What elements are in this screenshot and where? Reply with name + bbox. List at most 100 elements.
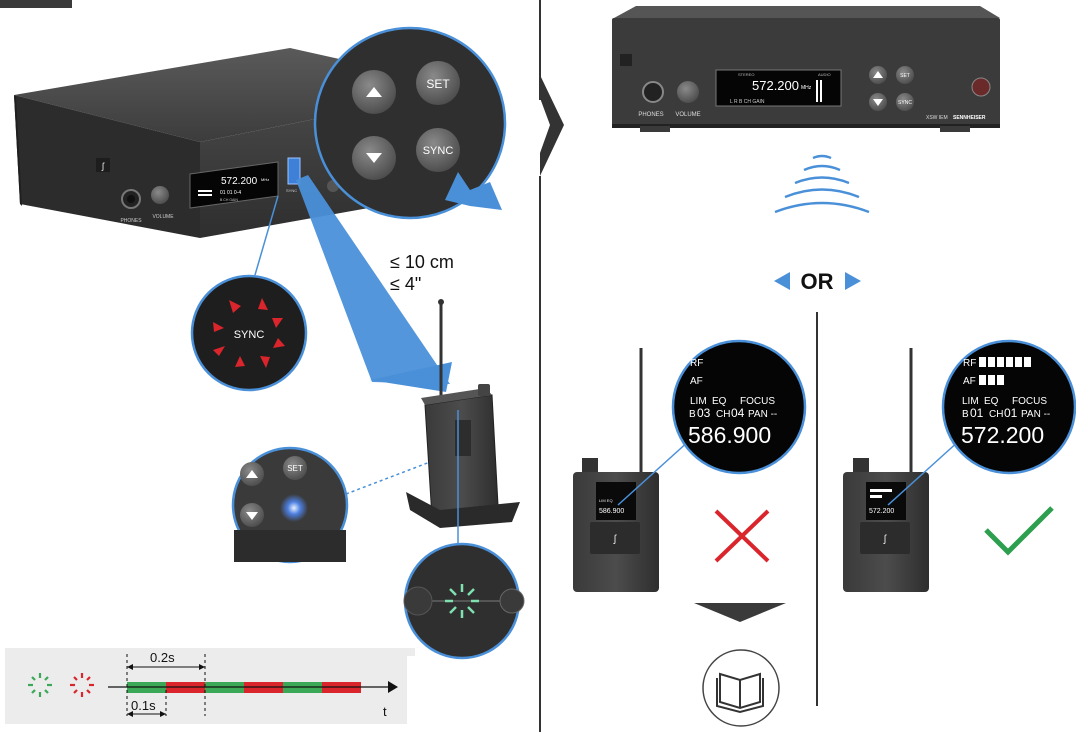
bodypack-wrong-small-freq: 586.900 xyxy=(599,508,624,515)
set-button-label: SET xyxy=(426,77,450,91)
flow-chevron-icon xyxy=(540,75,564,176)
wrong-freq: 586.900 xyxy=(688,422,771,448)
wrong-af-label: AF xyxy=(690,376,703,387)
red-blink-icon xyxy=(70,673,94,697)
right-freq: 572.200 xyxy=(961,422,1044,448)
phones-right-label: PHONES xyxy=(638,112,663,118)
sync-button[interactable] xyxy=(416,128,460,172)
green-blink-icon xyxy=(28,673,52,697)
sync-right-label: SYNC xyxy=(898,100,912,106)
volume-knob[interactable] xyxy=(151,186,169,204)
svg-text:LIM EQ: LIM EQ xyxy=(599,498,613,503)
wrong-cross-icon xyxy=(714,509,770,563)
af-level-bars xyxy=(979,375,1004,385)
right-af-label: AF xyxy=(963,376,976,387)
sync-small-label: SYNC xyxy=(286,188,297,193)
svg-text:ʃ: ʃ xyxy=(101,161,105,171)
right-panel: PHONES VOLUME STEREO AUDIO 572.200 MHz L… xyxy=(573,6,1076,727)
period-label: 0.2s xyxy=(150,650,175,665)
time-axis-label: t xyxy=(383,704,387,719)
led-zoom-circle xyxy=(403,542,525,660)
right-b-value: 01 xyxy=(970,406,984,420)
wrong-b-value: 03 xyxy=(697,406,711,420)
volume-right-label: VOLUME xyxy=(675,112,700,118)
receiver-freq: 572.200 xyxy=(221,176,258,187)
receiver-device-right: PHONES VOLUME STEREO AUDIO 572.200 MHz L… xyxy=(612,6,1000,132)
right-eq-label: EQ xyxy=(984,396,999,407)
left-panel: ʃ PHONES VOLUME 572.200 MHz 01 01 0-4 B … xyxy=(5,26,525,724)
receiver-right-unit: MHz xyxy=(801,85,812,91)
sync-burst-label: SYNC xyxy=(234,329,265,341)
right-ch-value: 01 xyxy=(1004,406,1018,420)
sync-button-right[interactable] xyxy=(896,93,914,111)
brand-logo-icon xyxy=(96,158,110,172)
right-ch-label: CH xyxy=(989,409,1003,420)
time-axis-arrow-icon xyxy=(388,681,398,693)
right-lim-label: LIM xyxy=(962,396,979,407)
phones-jack-right-icon xyxy=(642,81,664,103)
pulse-label: 0.1s xyxy=(131,698,156,713)
timing-panel: t 0.2s 0.1s xyxy=(5,648,415,724)
down-arrow-to-manual-icon xyxy=(694,603,786,622)
receiver-right-labels: L R B CH GAIN xyxy=(730,99,765,105)
bodypack-correct: 572.200 ʃ xyxy=(843,348,961,592)
bodypack-correct-small-freq: 572.200 xyxy=(869,508,894,515)
or-label: OR xyxy=(801,269,834,294)
header-tab xyxy=(0,0,72,8)
bodypack-left xyxy=(406,299,520,528)
svg-text:ʃ: ʃ xyxy=(613,534,617,545)
or-left-arrow-icon xyxy=(774,272,790,290)
zoom-wrong: RF AF LIM EQ FOCUS B 03 CH 04 PAN -- 586… xyxy=(671,339,807,475)
rf-level-bars xyxy=(979,357,1031,367)
up-arrow-icon xyxy=(366,87,382,97)
sync-button-label: SYNC xyxy=(423,145,454,157)
display-header-left: STEREO xyxy=(738,72,754,77)
display-header-right: AUDIO xyxy=(818,72,831,77)
wrong-ch-value: 04 xyxy=(731,406,745,420)
receiver-right-freq: 572.200 xyxy=(752,78,799,93)
green-flash-icon xyxy=(445,584,479,618)
bodypack-wrong: LIM EQ 586.900 ʃ xyxy=(573,348,691,592)
zoom-set-button[interactable] xyxy=(283,456,307,480)
phones-label: PHONES xyxy=(120,218,142,224)
receiver-labels: B CH GAIN xyxy=(220,198,238,202)
distance-cm-label: ≤ 10 cm xyxy=(390,252,454,272)
wrong-pan-label: PAN -- xyxy=(748,409,777,420)
brand-logo-right-icon xyxy=(620,54,632,66)
set-button-right[interactable] xyxy=(896,66,914,84)
receiver-values: 01 01 0-4 xyxy=(220,190,241,196)
brand-label: SENNHEISER xyxy=(953,115,986,121)
blue-led-icon xyxy=(280,494,308,522)
zoom-set-label: SET xyxy=(287,464,303,473)
wrong-focus-label: FOCUS xyxy=(740,396,775,407)
right-pan-label: PAN -- xyxy=(1021,409,1050,420)
wrong-rf-label: RF xyxy=(690,358,703,369)
button-zoom-circle: SET SYNC xyxy=(313,26,507,220)
down-arrow-icon xyxy=(366,153,382,163)
set-right-label: SET xyxy=(900,73,910,79)
volume-knob-right[interactable] xyxy=(677,81,699,103)
right-focus-label: FOCUS xyxy=(1012,396,1047,407)
zoom-correct: RF AF LIM EQ FOCUS B 01 CH 01 PAN -- 572… xyxy=(941,339,1076,475)
right-rf-label: RF xyxy=(963,358,976,369)
receiver-freq-unit: MHz xyxy=(261,177,269,182)
volume-label: VOLUME xyxy=(152,214,174,220)
sync-burst-circle: SYNC xyxy=(190,274,308,392)
or-right-arrow-icon xyxy=(845,272,861,290)
power-button[interactable] xyxy=(971,77,991,97)
blink-zoom-circle: SET xyxy=(231,446,349,564)
model-label: XSW IEM xyxy=(926,115,948,121)
distance-in-label: ≤ 4" xyxy=(390,274,421,294)
correct-check-icon xyxy=(984,506,1054,556)
red-flash-icon xyxy=(213,298,285,368)
right-b-prefix: B xyxy=(962,409,969,420)
wrong-ch-label: CH xyxy=(716,409,730,420)
bodypack-correct-screen xyxy=(866,482,906,520)
set-button[interactable] xyxy=(416,61,460,105)
sync-button-highlight[interactable] xyxy=(287,157,301,185)
sync-beam xyxy=(296,175,450,384)
wrong-lim-label: LIM xyxy=(690,396,707,407)
bodypack-wrong-screen xyxy=(596,482,636,520)
wrong-eq-label: EQ xyxy=(712,396,727,407)
